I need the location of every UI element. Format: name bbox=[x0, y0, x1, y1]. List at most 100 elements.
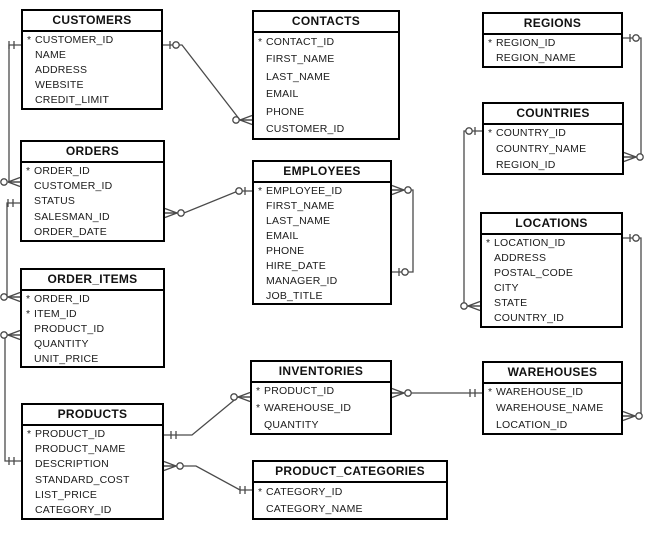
field-label: QUANTITY bbox=[34, 337, 89, 350]
field-locations-state: STATE bbox=[482, 296, 621, 311]
field-contacts-phone: PHONE bbox=[254, 103, 398, 121]
field-products-product_name: PRODUCT_NAME bbox=[23, 441, 162, 456]
entity-title-employees: EMPLOYEES bbox=[254, 162, 390, 183]
field-label: ORDER_ID bbox=[34, 292, 90, 305]
field-contacts-first_name: FIRST_NAME bbox=[254, 51, 398, 69]
relationship-regions-countries bbox=[623, 34, 644, 163]
primary-key-asterisk: * bbox=[26, 292, 31, 305]
field-label: CATEGORY_NAME bbox=[266, 503, 363, 516]
field-inventories-quantity: QUANTITY bbox=[252, 416, 390, 433]
field-label: EMPLOYEE_ID bbox=[266, 184, 343, 197]
field-label: WAREHOUSE_NAME bbox=[496, 402, 604, 415]
field-orders-order_id: *ORDER_ID bbox=[22, 163, 163, 178]
entity-title-inventories: INVENTORIES bbox=[252, 362, 390, 383]
field-product_categories-category_name: CATEGORY_NAME bbox=[254, 501, 446, 519]
field-order_items-item_id: *ITEM_ID bbox=[22, 306, 163, 321]
field-countries-country_id: *COUNTRY_ID bbox=[484, 125, 622, 141]
relationship-employees-orders bbox=[164, 187, 252, 219]
field-employees-last_name: LAST_NAME bbox=[254, 213, 390, 228]
field-locations-city: CITY bbox=[482, 280, 621, 295]
entity-fields-warehouses: *WAREHOUSE_ID WAREHOUSE_NAME LOCATION_ID bbox=[484, 384, 621, 433]
field-contacts-customer_id: CUSTOMER_ID bbox=[254, 121, 398, 139]
field-products-description: DESCRIPTION bbox=[23, 457, 162, 472]
field-employees-first_name: FIRST_NAME bbox=[254, 198, 390, 213]
field-label: POSTAL_CODE bbox=[494, 266, 574, 279]
field-warehouses-location_id: LOCATION_ID bbox=[484, 417, 621, 433]
field-label: REGION_ID bbox=[496, 36, 556, 49]
field-products-standard_cost: STANDARD_COST bbox=[23, 472, 162, 487]
primary-key-asterisk: * bbox=[256, 401, 261, 414]
field-regions-region_name: REGION_NAME bbox=[484, 51, 621, 67]
field-product_categories-category_id: *CATEGORY_ID bbox=[254, 483, 446, 501]
field-locations-address: ADDRESS bbox=[482, 250, 621, 265]
relationship-countries-locations bbox=[460, 127, 482, 312]
field-contacts-contact_id: *CONTACT_ID bbox=[254, 33, 398, 51]
relationship-locations-warehouses bbox=[622, 234, 643, 422]
field-customers-customer_id: *CUSTOMER_ID bbox=[23, 32, 161, 47]
entity-title-locations: LOCATIONS bbox=[482, 214, 621, 235]
field-label: ADDRESS bbox=[494, 251, 547, 264]
field-order_items-unit_price: UNIT_PRICE bbox=[22, 351, 163, 366]
relationship-products-inventories bbox=[164, 391, 251, 439]
field-label: WAREHOUSE_ID bbox=[496, 386, 584, 399]
relationship-products-product_categories bbox=[163, 460, 252, 494]
entity-fields-inventories: *PRODUCT_ID*WAREHOUSE_ID QUANTITY bbox=[252, 383, 390, 433]
primary-key-asterisk: * bbox=[258, 485, 263, 498]
entity-title-order_items: ORDER_ITEMS bbox=[22, 270, 163, 291]
field-label: ITEM_ID bbox=[34, 307, 77, 320]
field-employees-employee_id: *EMPLOYEE_ID bbox=[254, 183, 390, 198]
field-regions-region_id: *REGION_ID bbox=[484, 35, 621, 51]
primary-key-asterisk: * bbox=[256, 385, 261, 398]
field-label: PRODUCT_NAME bbox=[35, 442, 126, 455]
field-label: SALESMAN_ID bbox=[34, 210, 110, 223]
field-employees-email: EMAIL bbox=[254, 228, 390, 243]
field-label: MANAGER_ID bbox=[266, 274, 338, 287]
field-orders-status: STATUS bbox=[22, 194, 163, 209]
primary-key-asterisk: * bbox=[486, 236, 491, 249]
field-label: PRODUCT_ID bbox=[35, 427, 106, 440]
field-employees-manager_id: MANAGER_ID bbox=[254, 273, 390, 288]
primary-key-asterisk: * bbox=[27, 427, 32, 440]
primary-key-asterisk: * bbox=[488, 386, 493, 399]
primary-key-asterisk: * bbox=[26, 307, 31, 320]
entity-title-warehouses: WAREHOUSES bbox=[484, 363, 621, 384]
field-label: CATEGORY_ID bbox=[266, 485, 343, 498]
field-label: PHONE bbox=[266, 244, 305, 257]
field-locations-location_id: *LOCATION_ID bbox=[482, 235, 621, 250]
field-order_items-product_id: PRODUCT_ID bbox=[22, 321, 163, 336]
field-label: PRODUCT_ID bbox=[34, 322, 105, 335]
relationship-products-order_items bbox=[0, 329, 21, 465]
field-label: ADDRESS bbox=[35, 63, 88, 76]
entity-title-products: PRODUCTS bbox=[23, 405, 162, 426]
field-customers-address: ADDRESS bbox=[23, 62, 161, 77]
field-label: CONTACT_ID bbox=[266, 35, 335, 48]
field-inventories-product_id: *PRODUCT_ID bbox=[252, 383, 390, 400]
field-label: ORDER_ID bbox=[34, 164, 90, 177]
field-label: WAREHOUSE_ID bbox=[264, 401, 352, 414]
field-products-list_price: LIST_PRICE bbox=[23, 487, 162, 502]
field-warehouses-warehouse_id: *WAREHOUSE_ID bbox=[484, 384, 621, 400]
field-orders-salesman_id: SALESMAN_ID bbox=[22, 209, 163, 224]
field-label: LAST_NAME bbox=[266, 70, 331, 83]
field-label: CUSTOMER_ID bbox=[34, 180, 113, 193]
entity-title-product_categories: PRODUCT_CATEGORIES bbox=[254, 462, 446, 483]
field-label: CUSTOMER_ID bbox=[266, 123, 345, 136]
field-employees-hire_date: HIRE_DATE bbox=[254, 258, 390, 273]
primary-key-asterisk: * bbox=[27, 33, 32, 46]
relationship-employees-self bbox=[391, 184, 414, 276]
field-label: PRODUCT_ID bbox=[264, 385, 335, 398]
field-order_items-order_id: *ORDER_ID bbox=[22, 291, 163, 306]
field-label: LOCATION_ID bbox=[494, 236, 566, 249]
